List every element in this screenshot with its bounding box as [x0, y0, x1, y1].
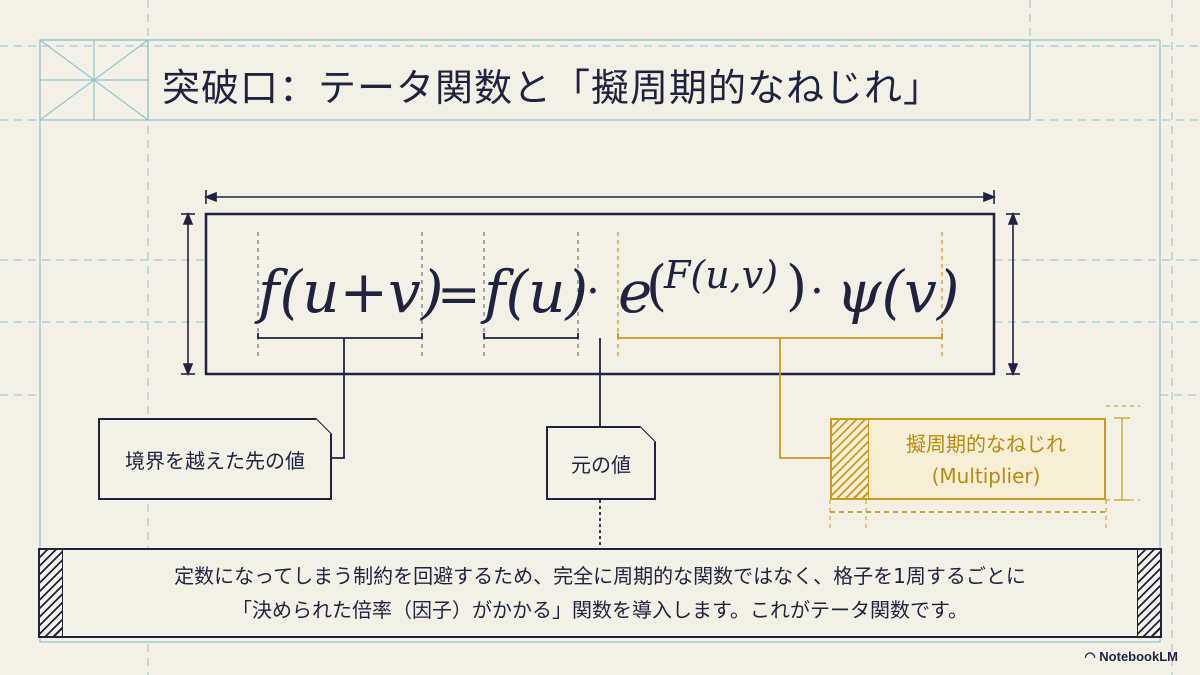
note-original-value: 元の値	[546, 426, 656, 500]
leader-gold	[779, 338, 830, 459]
note-boundary-value: 境界を越えた先の値	[98, 418, 332, 500]
page-title: 突破口：テータ関数と「擬周期的なねじれ」	[162, 66, 943, 110]
note-gold-hatch	[832, 420, 869, 498]
caption-hatch-left	[40, 550, 63, 636]
caption-line-1: 定数になってしまう制約を回避するため、完全に周期的な関数ではなく、格子を1周する…	[174, 564, 1026, 588]
svg-text:(: (	[646, 254, 667, 317]
caption-hatch-right	[1137, 550, 1160, 636]
note-gold-title: 擬周期的なねじれ	[906, 432, 1066, 456]
note-quasi-periodic-twist: 擬周期的なねじれ (Multiplier)	[830, 418, 1106, 500]
brand-label: NotebookLM	[1099, 649, 1178, 664]
leader-left	[332, 338, 345, 459]
explanation-box: 定数になってしまう制約を回避するため、完全に周期的な関数ではなく、格子を1周する…	[38, 548, 1162, 638]
formula-exponent: F(u,v)	[663, 253, 778, 297]
formula-lhs: f(u+v)	[254, 258, 443, 326]
formula-dot-1: ·	[586, 266, 600, 317]
formula-f-u: f(u)	[480, 258, 588, 326]
brand-logo: ◠ NotebookLM	[1084, 649, 1178, 665]
formula-e: e	[618, 258, 652, 326]
formula-dot-2: ·	[810, 266, 824, 317]
note-boundary-label: 境界を越えた先の値	[125, 448, 305, 473]
formula-psi: ψ(v)	[836, 258, 960, 326]
svg-text:): )	[786, 254, 807, 317]
note-gold-subtitle: (Multiplier)	[931, 464, 1041, 488]
notebooklm-icon: ◠	[1084, 649, 1100, 664]
svg-text:f(u+v): f(u+v)	[254, 258, 443, 326]
caption-line-2: 「決められた倍率（因子）がかかる」関数を導入します。これがテータ関数です。	[232, 598, 968, 622]
note-original-label: 元の値	[571, 452, 631, 477]
formula-equals: =	[437, 265, 481, 325]
